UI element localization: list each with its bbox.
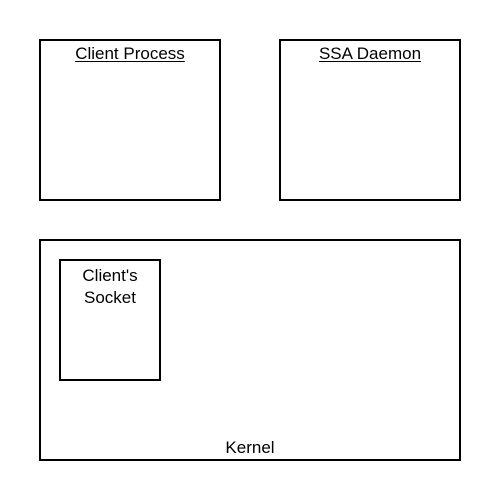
clients-socket-label-line2: Socket: [84, 288, 136, 307]
ssa-daemon-label: SSA Daemon: [318, 44, 422, 63]
ssa-daemon-box: SSA Daemon: [279, 39, 461, 201]
clients-socket-label: Client's Socket: [61, 265, 159, 309]
client-process-label: Client Process: [75, 44, 185, 63]
client-process-box: Client Process: [39, 39, 221, 201]
clients-socket-label-line1: Client's: [82, 266, 138, 285]
clients-socket-box: Client's Socket: [59, 259, 161, 381]
kernel-label: Kernel: [225, 438, 275, 457]
